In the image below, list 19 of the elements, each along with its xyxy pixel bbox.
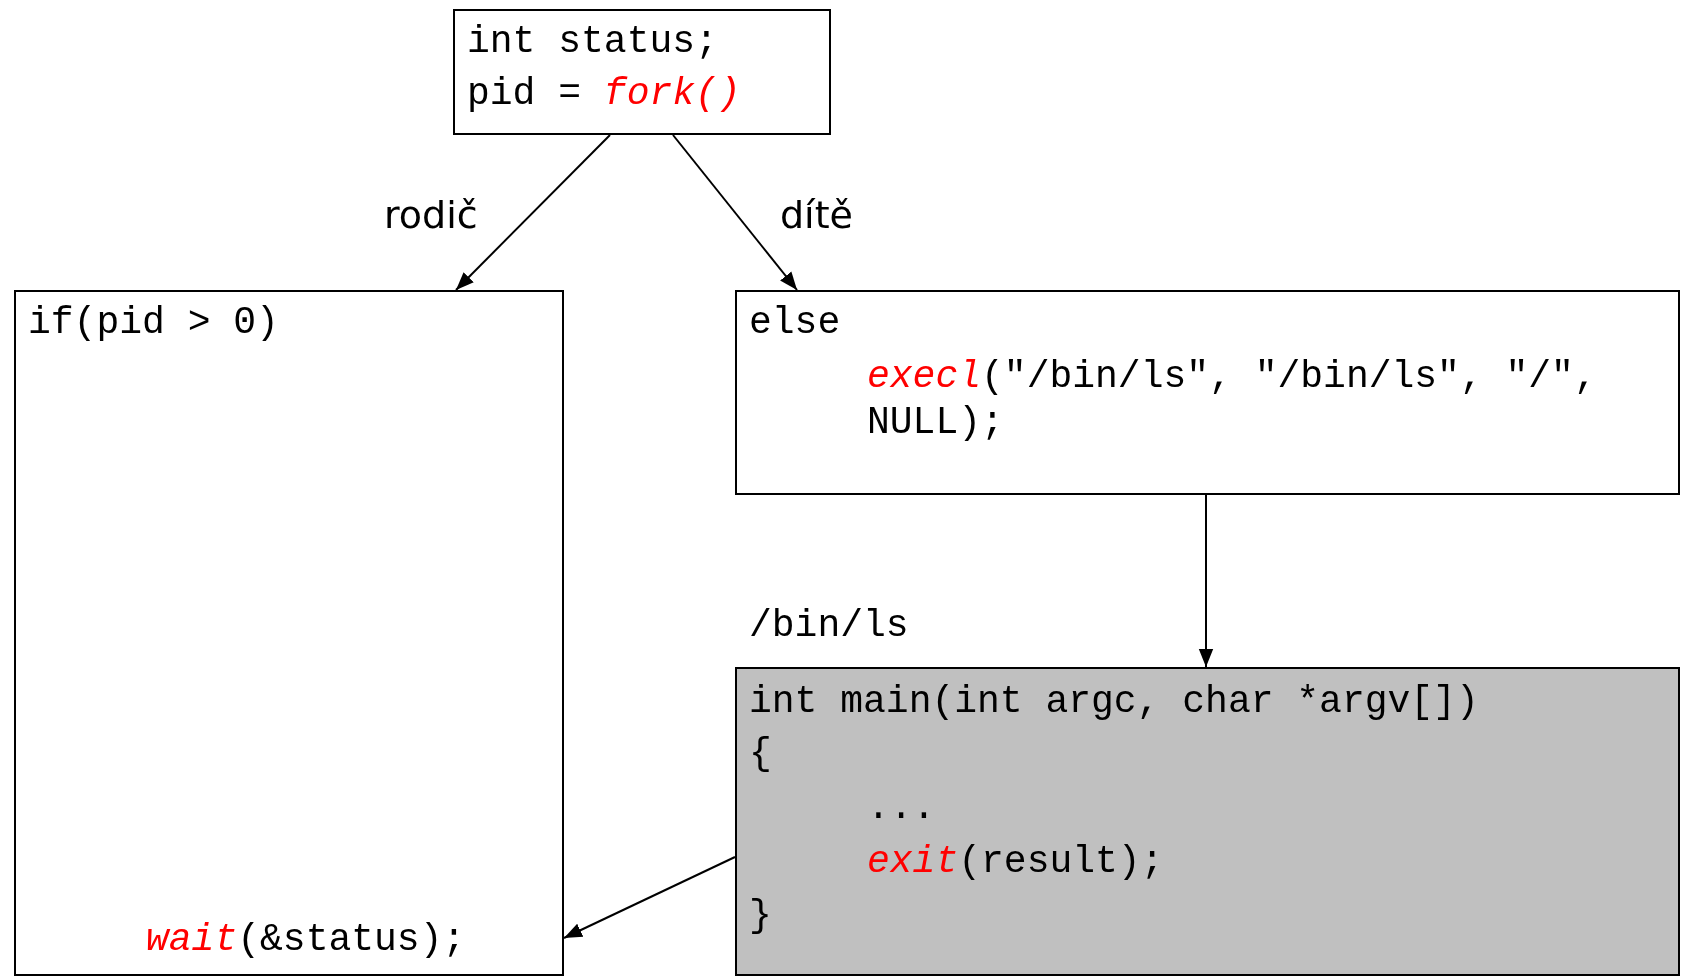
code-box bbox=[14, 290, 564, 976]
arrow bbox=[563, 856, 736, 939]
arrow bbox=[672, 134, 798, 291]
code-line: int status; bbox=[467, 19, 718, 65]
code-line: exit(result); bbox=[867, 839, 1164, 885]
code-line: pid = fork() bbox=[467, 71, 741, 117]
code-line: { bbox=[749, 731, 772, 777]
code-line: } bbox=[749, 893, 772, 939]
code-line: else bbox=[749, 300, 841, 346]
arrow bbox=[1198, 494, 1214, 668]
arrow bbox=[455, 134, 611, 291]
code-heading: /bin/ls bbox=[749, 603, 909, 649]
code-line: int main(int argc, char *argv[]) bbox=[749, 679, 1479, 725]
code-line: ... bbox=[867, 785, 936, 831]
code-line: execl("/bin/ls", "/bin/ls", "/", NULL); bbox=[867, 354, 1598, 446]
code-line: wait(&status); bbox=[146, 917, 466, 963]
code-box bbox=[453, 9, 831, 135]
code-line: if(pid > 0) bbox=[28, 300, 279, 346]
code-box bbox=[735, 290, 1680, 495]
